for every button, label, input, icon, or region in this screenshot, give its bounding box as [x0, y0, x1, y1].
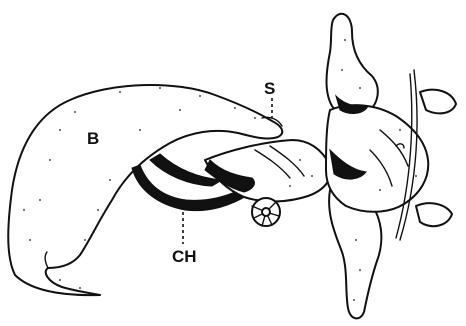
appendage-right-upper	[420, 90, 456, 114]
label-ch: CH	[172, 248, 197, 265]
fan-structure	[252, 198, 280, 226]
label-s: S	[264, 80, 275, 97]
appendage-right-lower	[416, 203, 452, 226]
valve-upper	[327, 14, 378, 117]
label-b: B	[87, 130, 99, 147]
